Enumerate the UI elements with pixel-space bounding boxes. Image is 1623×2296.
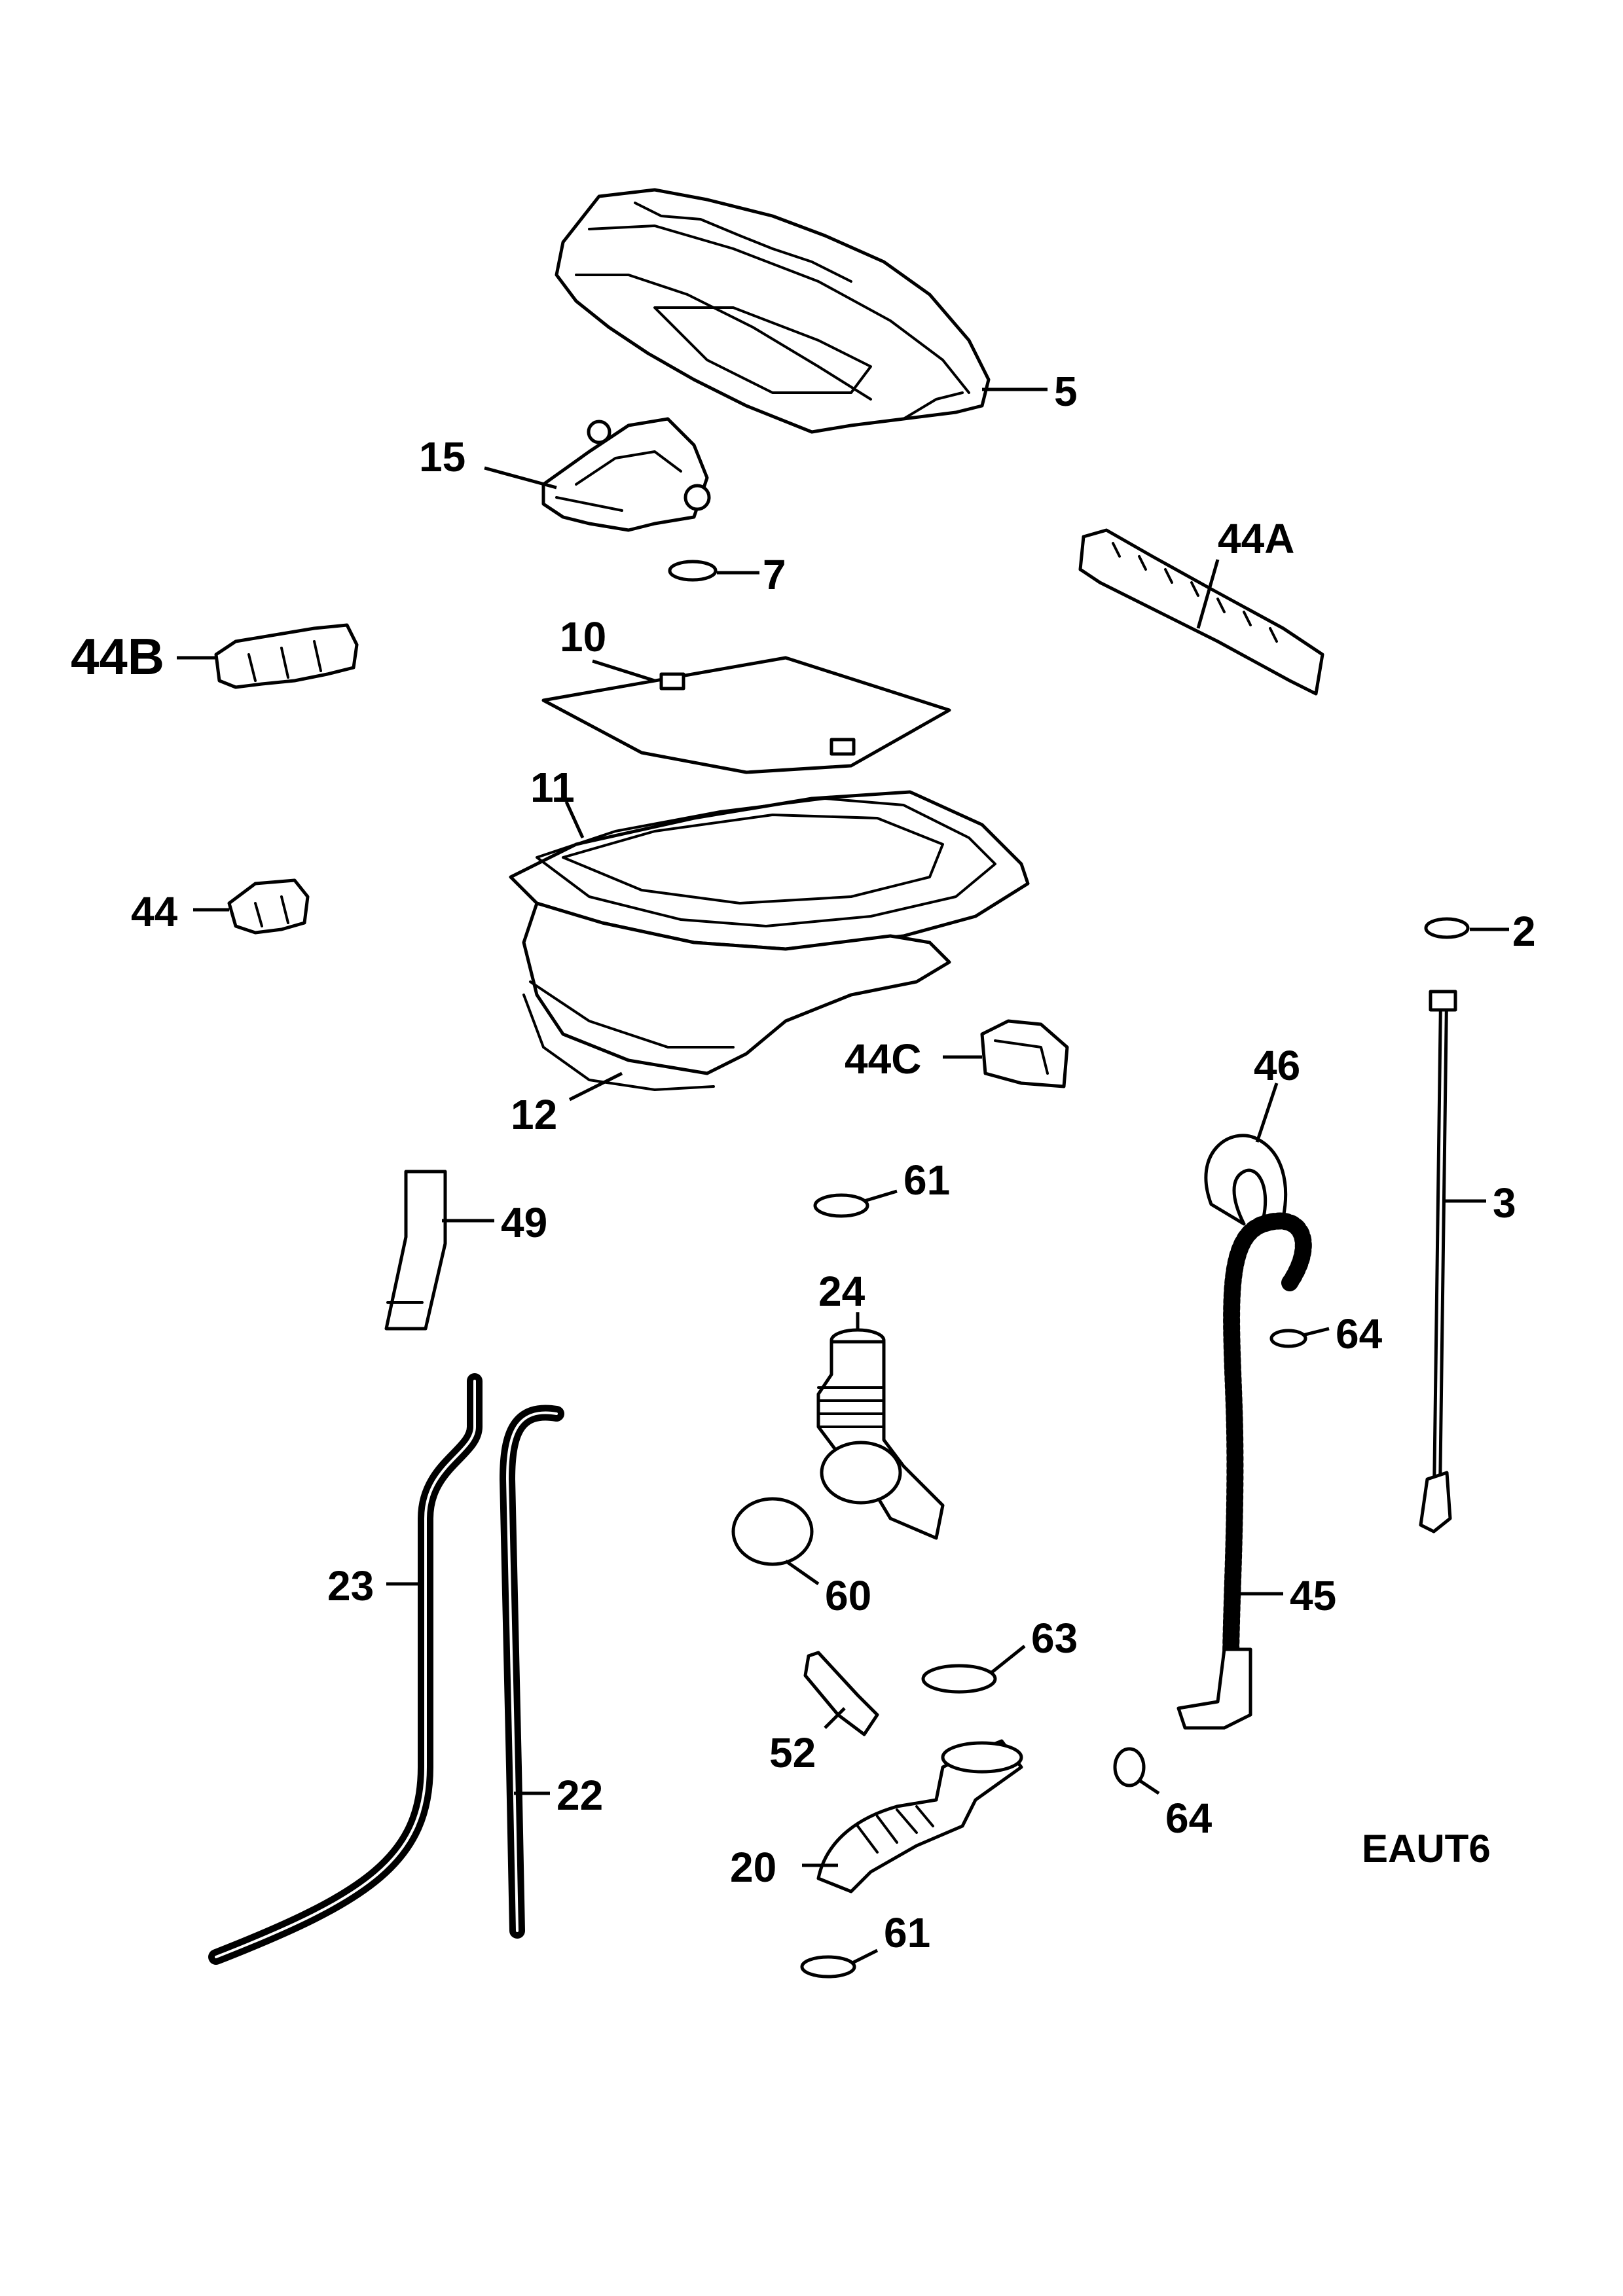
callout-63: 63 [1031,1615,1078,1662]
part-5-dispenser-housing [555,188,991,434]
callout-5: 5 [1054,368,1078,415]
part-61-clamp-bottom [800,1955,856,1979]
callout-labels: 5 15 7 44A 44B 10 11 44 2 44C 12 46 61 4… [71,368,1536,1956]
callout-15: 15 [419,433,465,480]
part-44c-clip [980,1019,1069,1088]
part-7-o-ring [668,560,718,582]
callout-22: 22 [556,1772,603,1819]
callout-64-upper: 64 [1336,1310,1383,1357]
part-3-rod [1419,990,1457,1534]
callout-12: 12 [511,1091,557,1138]
callout-52: 52 [769,1729,816,1776]
part-10-lid-plate [541,656,951,774]
part-44-cable-clip [227,878,310,935]
callout-61-bottom: 61 [884,1909,930,1956]
part-64-clip-upper [1269,1329,1307,1348]
callout-49: 49 [501,1199,547,1246]
part-23-hose [208,1373,483,1965]
callout-45: 45 [1290,1572,1336,1619]
callout-44b: 44B [71,628,164,685]
callout-61-top: 61 [903,1157,950,1204]
part-2-cap [1424,917,1470,939]
part-61-clamp-top [813,1193,869,1218]
part-64-clip-lower [1113,1747,1146,1787]
part-60-ring [731,1497,814,1566]
part-15-valve [541,417,711,532]
callout-46: 46 [1254,1042,1300,1089]
part-63-clamp [921,1664,997,1694]
callout-44c: 44C [845,1035,921,1083]
part-52-sensor [803,1651,879,1736]
callout-24: 24 [818,1268,866,1315]
callout-23: 23 [327,1562,374,1609]
callout-44a: 44A [1218,515,1294,562]
part-45-drain-hose [1176,1212,1312,1730]
callout-7: 7 [763,551,786,598]
callout-60: 60 [825,1572,871,1619]
part-20-drain-elbow [816,1739,1023,1893]
callout-2: 2 [1512,908,1536,955]
callout-10: 10 [560,613,606,660]
callout-64-lower: 64 [1165,1795,1213,1842]
callout-3: 3 [1493,1179,1516,1227]
part-46-hose-guide [1204,1134,1288,1226]
part-24-bellows [816,1328,945,1540]
part-11-12-tub-assembly [509,790,1030,1091]
leader-lines [177,387,1509,1965]
part-49-bracket [384,1170,447,1331]
callout-20: 20 [730,1844,776,1891]
diagram-code: EAUT6 [1362,1827,1491,1871]
callout-11: 11 [530,764,575,811]
callout-44: 44 [131,888,178,935]
part-44b-cable-clip [214,623,359,689]
